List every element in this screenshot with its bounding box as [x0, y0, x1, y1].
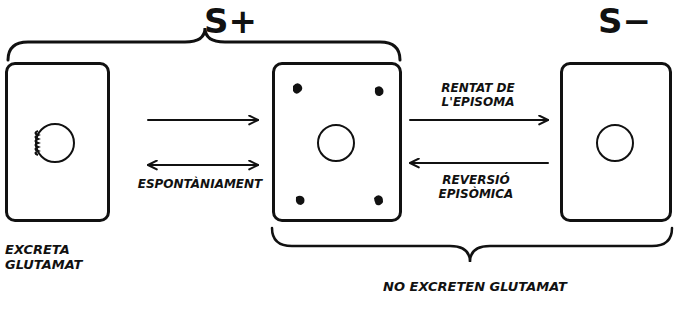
chromosome-circle — [597, 125, 633, 161]
group-brace — [272, 228, 672, 262]
strain-symbol: S+ — [204, 2, 264, 41]
free-episome — [374, 195, 383, 205]
transition-arrow — [148, 164, 258, 166]
transition-arrow — [148, 119, 258, 121]
integrated-episome — [36, 131, 39, 155]
bacterial-cell — [560, 62, 672, 222]
strain-symbol: S− — [598, 2, 658, 41]
bacterial-cell — [272, 62, 402, 222]
arrow-label: RENTAT DE L'EPISOMA — [430, 82, 526, 110]
chromosome-circle — [318, 125, 354, 161]
transition-arrow — [410, 119, 548, 121]
free-episome — [375, 86, 384, 96]
free-episome — [293, 83, 302, 94]
chromosome-circle — [36, 124, 74, 162]
arrow-label: REVERSIÓ EPISÒMICA — [420, 174, 532, 202]
transition-arrow — [410, 162, 548, 164]
cell-caption: EXCRETA GLUTAMAT — [5, 243, 89, 273]
group-caption: NO EXCRETEN GLUTAMAT — [330, 280, 620, 295]
bacterial-cell: EXCRETA GLUTAMAT — [5, 62, 110, 222]
arrow-label: ESPONTÀNIAMENT — [130, 178, 270, 192]
free-episome — [296, 196, 305, 205]
